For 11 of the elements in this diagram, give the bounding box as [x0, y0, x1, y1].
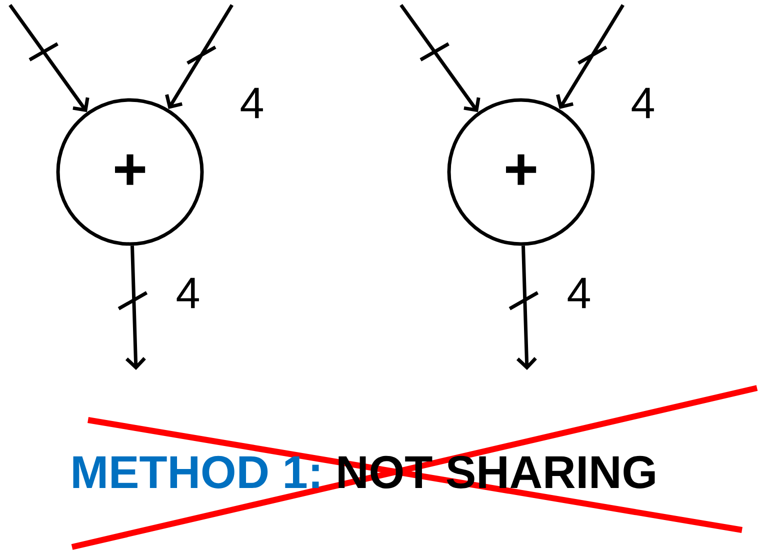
bus-arrow: [399, 3, 480, 112]
heading-text: METHOD 1:: [73, 456, 319, 488]
bus-arrow: [165, 3, 234, 110]
bus-arrow: [556, 3, 625, 110]
bus-arrow: [116, 244, 148, 370]
edge-label: 4: [630, 86, 656, 120]
bus-arrow: [508, 244, 540, 370]
edge-label: 4: [238, 86, 266, 120]
edge-label: 4: [174, 276, 202, 310]
edge-label: 4: [566, 276, 592, 310]
bus-arrow: [8, 3, 90, 112]
